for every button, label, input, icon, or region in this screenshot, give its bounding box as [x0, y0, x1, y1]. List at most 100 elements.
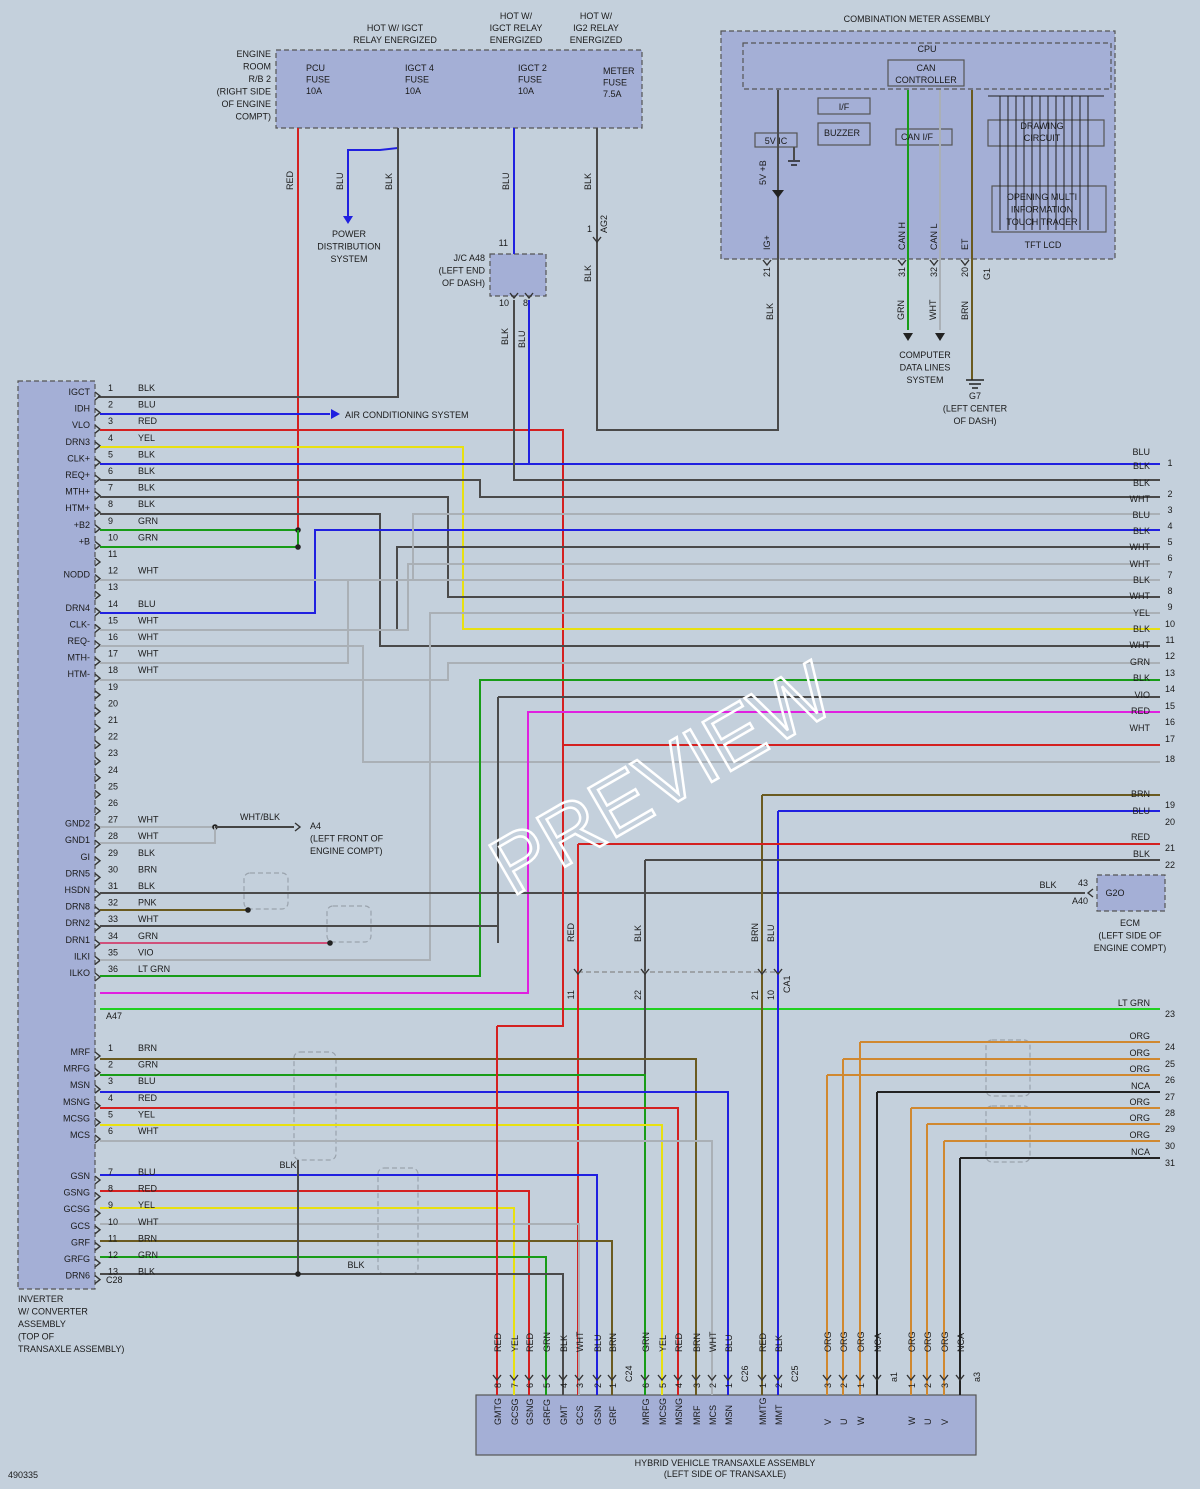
hot-igct-relay-line: HOT W/	[500, 11, 533, 21]
connector-mark	[872, 1374, 882, 1382]
hv-transaxle-box	[475, 1394, 977, 1456]
shield	[985, 1039, 1031, 1097]
a47-pin-16-number: 16	[108, 632, 118, 642]
splice-dot	[295, 1271, 301, 1277]
a47-pin-30-name: DRN5	[65, 868, 90, 878]
connector-mark	[94, 706, 102, 716]
connector-mark	[94, 756, 102, 766]
connector-mark	[94, 906, 102, 916]
arrow	[331, 409, 340, 419]
a47-pin-17-number: 17	[108, 649, 118, 659]
right-pin-30-number: 30	[1165, 1141, 1175, 1151]
a47-pin-33-number: 33	[108, 914, 118, 924]
hv-pin-7-name: GRF	[608, 1406, 618, 1426]
right-pin-11-number: 11	[1165, 635, 1174, 645]
connector-mark	[640, 1374, 650, 1382]
connector-mark	[1086, 888, 1094, 898]
wire-label-brn: BRN	[960, 301, 970, 320]
reqp-wire	[100, 479, 1160, 498]
right-pin-25-color: ORG	[1129, 1048, 1150, 1058]
a47-pin-31-name: HSDN	[64, 885, 90, 895]
hv-connector-C26: C26	[740, 1365, 750, 1382]
a47-pin-6-color: BLK	[138, 466, 155, 476]
jc-a48-box	[489, 253, 547, 297]
hv-transaxle-label-line: HYBRID VEHICLE TRANSAXLE ASSEMBLY	[635, 1458, 816, 1468]
a47-pin-34-color: GRN	[138, 931, 158, 941]
right-pin-24-number: 24	[1165, 1042, 1175, 1052]
c28-pin-10-name: GCS	[70, 1221, 90, 1231]
ground-a4-line: (LEFT FRONT OF	[310, 834, 384, 844]
connector-a47: A47	[106, 1011, 122, 1021]
connector-mark	[592, 236, 602, 244]
a47-pin-10-name: +B	[79, 536, 90, 546]
a47-pin-16-name: REQ-	[68, 636, 91, 646]
air-conditioning-label: AIR CONDITIONING SYSTEM	[345, 410, 469, 420]
c28-pin-1-name: MRF	[71, 1047, 91, 1057]
hv-pin-22-name: V	[940, 1419, 950, 1425]
a47-pin-27-name: GND2	[65, 819, 90, 829]
hv-wire-4-color: BLK	[559, 1335, 569, 1352]
connector-mark	[94, 1258, 102, 1268]
right-pin-15-number: 15	[1165, 701, 1175, 711]
hv-pin-2-number: 6	[525, 1383, 535, 1388]
wire-label-c28-blk2: BLK	[347, 1260, 364, 1270]
buzzer-box	[817, 122, 871, 146]
right-pin-23-number: 23	[1165, 1009, 1175, 1019]
a47-pin-1-name: IGCT	[69, 387, 91, 397]
right-pin-27-number: 27	[1165, 1092, 1175, 1102]
gcsg-wire	[100, 1207, 515, 1395]
connector-mark	[762, 259, 772, 267]
connector-mark	[94, 723, 102, 733]
c28-pin-13-color: BLK	[138, 1267, 155, 1277]
a47-pin-1-color: BLK	[138, 383, 155, 393]
a47-pin-18-number: 18	[108, 665, 118, 675]
ecm-g20: G2O	[1105, 888, 1124, 898]
splice-dot	[245, 907, 251, 913]
right-pin-4-color: BLU	[1132, 510, 1150, 520]
inverter-box	[17, 380, 96, 1290]
hv-pin-18-number: 1	[856, 1383, 866, 1388]
connector-mark	[94, 424, 102, 434]
diode	[772, 190, 784, 198]
hv-pin-20-name: W	[907, 1416, 917, 1425]
engine-room-line: (RIGHT SIDE	[217, 87, 271, 97]
htmm-wire2	[100, 662, 1160, 681]
if-label: I/F	[839, 102, 850, 112]
inverter-label-line: W/ CONVERTER	[18, 1307, 88, 1317]
connector-mark	[524, 292, 534, 300]
shield	[326, 905, 372, 943]
power-distribution-line: DISTRIBUTION	[317, 242, 381, 252]
hv-pin-15-name: MMT	[774, 1404, 784, 1425]
a47-pin-5-color: BLK	[138, 449, 155, 459]
a47-pin-16-color: WHT	[138, 632, 159, 642]
a47-pin-36-color: LT GRN	[138, 964, 170, 974]
connector-mark	[773, 1374, 783, 1382]
hv-pin-8-number: 6	[641, 1383, 651, 1388]
c28-pin-11-name: GRF	[71, 1237, 91, 1247]
hv-wire-7-color: BRN	[608, 1333, 618, 1352]
hv-pin-16-name: V	[823, 1419, 833, 1425]
connector-mark	[94, 1208, 102, 1218]
right-pin-7-color: WHT	[1130, 559, 1151, 569]
ca1-pin-22: 22	[633, 990, 643, 1000]
engine-room-line: R/B 2	[248, 74, 271, 84]
connector-mark	[94, 607, 102, 617]
wire-label-blk: BLK	[384, 173, 394, 190]
mcs-wire	[100, 1140, 713, 1395]
a47-pin-34-number: 34	[108, 931, 118, 941]
can-controller-box	[887, 59, 965, 87]
c28-pin-12-number: 12	[108, 1250, 118, 1260]
drn3-wire	[100, 446, 1160, 630]
can-if-label: CAN I/F	[901, 132, 934, 142]
right-pin-4-number: 4	[1167, 521, 1172, 531]
right-pin-13-number: 13	[1165, 668, 1175, 678]
hv-pin-11-number: 3	[692, 1383, 702, 1388]
a47-pin-33-color: WHT	[138, 914, 159, 924]
hot-igct-relay-line: IGCT RELAY	[490, 23, 543, 33]
a47-pin-2-number: 2	[108, 400, 113, 410]
hv-wire-23-color: NCA	[956, 1333, 966, 1352]
connector-mark	[592, 1374, 602, 1382]
igct2-fuse-line: IGCT 2	[518, 63, 547, 73]
connector-mark	[94, 972, 102, 982]
